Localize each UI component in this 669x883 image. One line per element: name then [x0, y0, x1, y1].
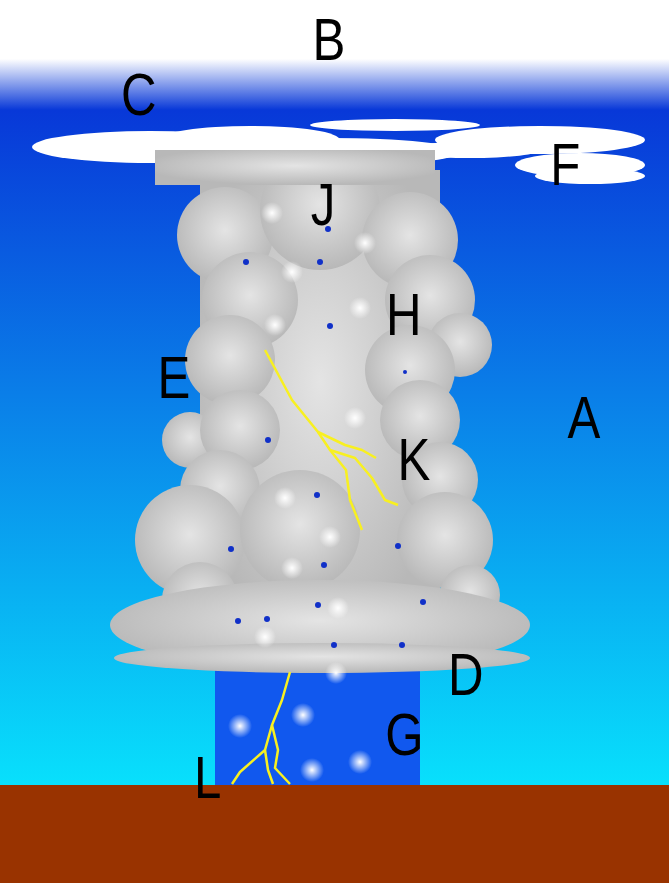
- part-letter: E: [157, 348, 190, 408]
- ice-crystals: [228, 202, 376, 782]
- lightning-bolt: [232, 350, 398, 784]
- part-letter: H: [386, 285, 422, 345]
- ground: [0, 785, 669, 883]
- part-letter: B: [312, 10, 345, 70]
- part-letter: G: [385, 705, 423, 765]
- part-letter: A: [567, 388, 600, 448]
- part-letter: J: [310, 175, 335, 235]
- water-droplets: [228, 226, 426, 648]
- part-letter: F: [550, 135, 580, 195]
- part-letter: C: [121, 65, 157, 125]
- sky: [0, 0, 669, 785]
- part-letter: K: [397, 430, 430, 490]
- part-letter: L: [194, 748, 221, 808]
- part-letter: D: [448, 645, 484, 705]
- cumulonimbus-cloud: [110, 150, 530, 673]
